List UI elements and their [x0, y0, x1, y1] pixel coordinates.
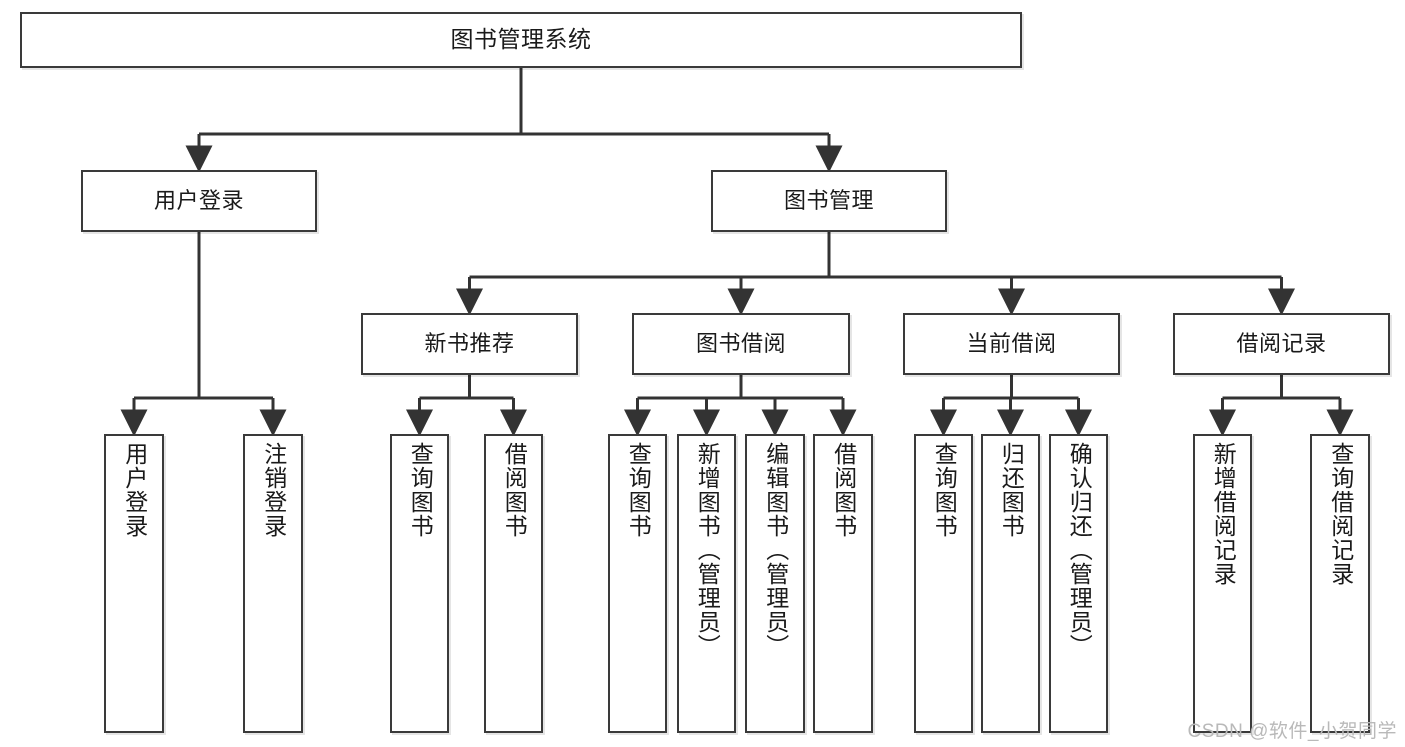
leaf-borrow-query-book[interactable]: 查询图书	[608, 434, 667, 733]
node-label: 查询图书	[407, 442, 434, 538]
node-label: 新书推荐	[424, 330, 515, 356]
leaf-recommend-query-book[interactable]: 查询图书	[390, 434, 449, 733]
node-book-management[interactable]: 图书管理	[711, 170, 947, 232]
node-current-borrow[interactable]: 当前借阅	[903, 313, 1120, 375]
node-label: 用户登录	[153, 187, 244, 213]
node-label: 当前借阅	[966, 330, 1057, 356]
node-label: 归还图书	[998, 442, 1025, 538]
leaf-current-query-book[interactable]: 查询图书	[914, 434, 973, 733]
leaf-user-login[interactable]: 用户登录	[104, 434, 164, 733]
edge-paths	[120, 68, 1354, 437]
node-label: 查询图书	[931, 442, 958, 538]
watermark: CSDN @软件_小贺同学	[1187, 721, 1397, 742]
node-label: 编辑图书（管理员）	[762, 442, 789, 658]
node-label: 图书管理系统	[450, 26, 592, 53]
leaf-current-confirm-return[interactable]: 确认归还（管理员）	[1049, 434, 1108, 733]
leaf-recommend-borrow-book[interactable]: 借阅图书	[484, 434, 543, 733]
node-label: 用户登录	[121, 442, 148, 538]
node-label: 确认归还（管理员）	[1066, 442, 1093, 658]
leaf-current-return-book[interactable]: 归还图书	[981, 434, 1040, 733]
leaf-borrow-add-book[interactable]: 新增图书（管理员）	[677, 434, 736, 733]
node-borrow-record[interactable]: 借阅记录	[1173, 313, 1390, 375]
node-label: 图书管理	[783, 187, 874, 213]
leaf-logout[interactable]: 注销登录	[243, 434, 303, 733]
node-user-login[interactable]: 用户登录	[81, 170, 317, 232]
leaf-borrow-edit-book[interactable]: 编辑图书（管理员）	[745, 434, 805, 733]
node-label: 图书借阅	[695, 330, 786, 356]
node-label: 查询借阅记录	[1327, 442, 1354, 586]
node-label: 借阅图书	[830, 442, 857, 538]
leaf-record-query[interactable]: 查询借阅记录	[1310, 434, 1370, 733]
node-label: 查询图书	[625, 442, 652, 538]
leaf-borrow-borrow-book[interactable]: 借阅图书	[813, 434, 873, 733]
node-label: 借阅记录	[1236, 330, 1327, 356]
node-new-book-recommend[interactable]: 新书推荐	[361, 313, 578, 375]
node-root[interactable]: 图书管理系统	[20, 12, 1022, 68]
node-label: 新增借阅记录	[1210, 442, 1237, 586]
node-label: 借阅图书	[501, 442, 528, 538]
node-label: 新增图书（管理员）	[694, 442, 721, 658]
leaf-record-add[interactable]: 新增借阅记录	[1193, 434, 1252, 733]
node-label: 注销登录	[260, 442, 287, 538]
node-book-borrow[interactable]: 图书借阅	[632, 313, 850, 375]
